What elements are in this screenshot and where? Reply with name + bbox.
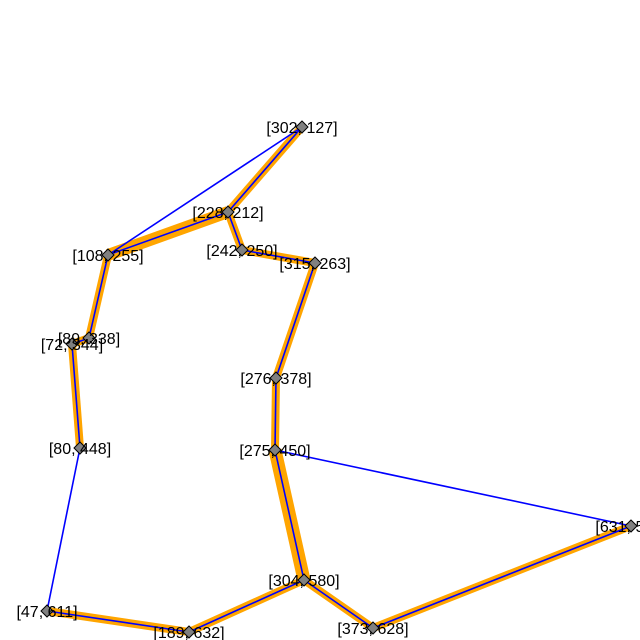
- edge-n108_255-n89_338: [88, 254, 109, 339]
- node-labels: [302, 127] [228, 212] [108, 255] [242, 250]…: [16, 120, 640, 640]
- node-marker-n373_628: [366, 621, 380, 635]
- node-label-n89_338: [89, 338]: [58, 331, 120, 348]
- node-label-n275_450: [275, 450]: [239, 443, 310, 460]
- node-marker-n72_344: [65, 337, 79, 351]
- edge-n189_632-n47_611: [46, 610, 190, 633]
- edge-n315_263-n276_378: [275, 262, 316, 379]
- node-marker-n275_450: [268, 443, 282, 457]
- node-label-n47_611: [47, 611]: [16, 604, 77, 621]
- node-marker-n631_526: [624, 519, 638, 533]
- node-label-n315_263: [315, 263]: [279, 256, 350, 273]
- node-label-n304_580: [304, 580]: [268, 573, 339, 590]
- node-label-n108_255: [108, 255]: [72, 248, 143, 265]
- edge-n302_127-n108_255: [107, 126, 303, 256]
- edge-n228_212-n108_255: [107, 211, 229, 256]
- edge-n373_628-n631_526: [372, 525, 632, 629]
- node-marker-n80_448: [73, 441, 87, 455]
- edge-n304_580-n189_632: [188, 579, 305, 633]
- graph-nodes: [40, 120, 638, 639]
- node-marker-n302_127: [295, 120, 309, 134]
- edge-n72_344-n80_448: [71, 343, 81, 449]
- edge-n242_250-n315_263: [241, 249, 316, 264]
- node-label-n302_127: [302, 127]: [266, 120, 337, 137]
- node-label-n373_628: [373, 628]: [337, 621, 408, 638]
- node-label-n228_212: [228, 212]: [192, 205, 263, 222]
- node-label-n189_632: [189, 632]: [153, 625, 224, 640]
- edge-n80_448-n47_611: [46, 447, 81, 612]
- node-label-n276_378: [276, 378]: [240, 371, 311, 388]
- node-marker-n242_250: [235, 243, 249, 257]
- node-marker-n228_212: [221, 205, 235, 219]
- node-marker-n315_263: [308, 256, 322, 270]
- node-label-n80_448: [80, 448]: [49, 441, 111, 458]
- edge-n275_450-n304_580: [274, 449, 305, 581]
- node-marker-n108_255: [101, 248, 115, 262]
- node-label-n631_526: [631, 526]: [595, 519, 640, 536]
- node-marker-n276_378: [269, 371, 283, 385]
- node-marker-n89_338: [82, 331, 96, 345]
- edge-n275_450-n631_526: [274, 449, 632, 527]
- node-label-n242_250: [242, 250]: [206, 243, 277, 260]
- node-marker-n47_611: [40, 604, 54, 618]
- node-label-n72_344: [72, 344]: [41, 337, 103, 354]
- edge-n302_127-n228_212: [227, 126, 303, 213]
- edge-n276_378-n275_450: [274, 377, 277, 451]
- edge-n228_212-n242_250: [227, 211, 243, 251]
- node-marker-n304_580: [297, 573, 311, 587]
- graph-edges: [46, 126, 632, 633]
- edge-n304_580-n373_628: [303, 579, 374, 629]
- node-marker-n189_632: [182, 625, 196, 639]
